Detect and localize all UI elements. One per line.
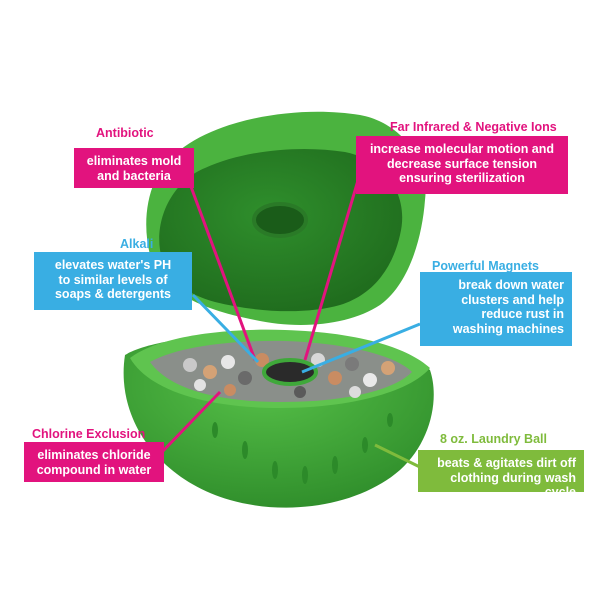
laundry-ball-title: 8 oz. Laundry Ball: [440, 432, 547, 446]
antibiotic-text: eliminates mold and bacteria: [74, 148, 194, 188]
alkali-pointer: [191, 293, 260, 364]
alkali-text: elevates water's PH to similar levels of…: [34, 252, 192, 310]
bowl-hub: [262, 358, 318, 386]
chlorine-text: eliminates chloride compound in water: [24, 442, 164, 482]
far-infrared-pointer: [303, 159, 366, 361]
alkali-title: Alkali: [120, 237, 154, 251]
bowl-perforations: [212, 413, 393, 484]
lid-hub: [252, 202, 308, 238]
magnets-text: break down water clusters and help reduc…: [420, 272, 572, 346]
laundry-ball-text: beats & agitates dirt off clothing durin…: [418, 450, 584, 499]
antibiotic-pointer: [188, 183, 257, 361]
far-infrared-text: increase molecular motion and decrease s…: [356, 136, 568, 194]
far-infrared-title: Far Infrared & Negative Ions: [390, 120, 557, 134]
antibiotic-title: Antibiotic: [96, 126, 154, 140]
magnets-title: Powerful Magnets: [432, 259, 539, 273]
chlorine-pointer: [160, 390, 222, 454]
chlorine-title: Chlorine Exclusion: [32, 427, 146, 441]
magnets-pointer: [301, 322, 421, 374]
ceramic-beads: [183, 353, 395, 398]
